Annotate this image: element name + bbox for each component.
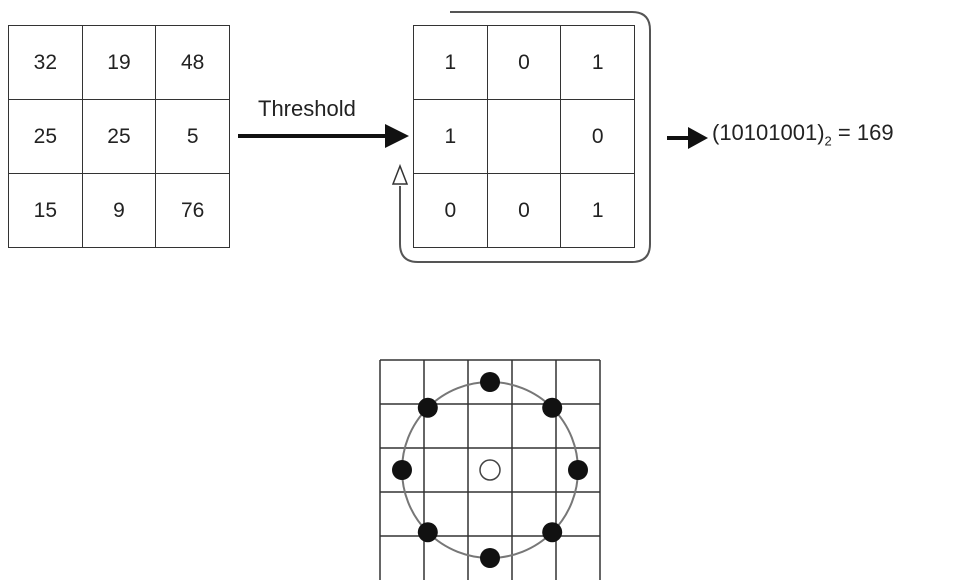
neighbor-sample-point <box>417 522 438 543</box>
neighbor-sample-point <box>542 522 563 543</box>
result-equals: = 169 <box>831 120 894 145</box>
binary-cell: 0 <box>413 173 488 248</box>
binary-cell: 1 <box>413 99 488 174</box>
input-pixel-grid: 32 19 48 25 25 5 15 9 76 <box>8 25 230 248</box>
threshold-arrow <box>238 124 409 148</box>
threshold-binary-grid: 1 0 1 1 0 0 0 1 <box>413 25 635 248</box>
binary-cell: 1 <box>413 25 488 100</box>
input-cell: 19 <box>81 25 157 100</box>
input-cell: 5 <box>155 99 230 174</box>
result-binary: (10101001) <box>712 120 825 145</box>
input-cell: 9 <box>81 173 157 248</box>
lbp-result: (10101001)2 = 169 <box>712 120 894 148</box>
input-grid-row: 25 25 5 <box>8 99 230 174</box>
input-cell: 25 <box>8 99 83 174</box>
input-cell: 15 <box>8 173 83 248</box>
result-base: 2 <box>824 133 832 149</box>
result-arrow <box>667 127 708 149</box>
reading-order-path <box>391 11 651 263</box>
threshold-grid-row: 1 0 <box>413 99 635 174</box>
input-grid-row: 15 9 76 <box>8 173 230 248</box>
circular-sampling-grid <box>379 359 601 580</box>
threshold-grid-row: 1 0 1 <box>413 25 635 100</box>
binary-cell: 0 <box>486 173 562 248</box>
binary-cell: 0 <box>560 99 635 174</box>
threshold-grid-row: 0 0 1 <box>413 173 635 248</box>
neighbor-sample-point <box>480 548 500 568</box>
binary-cell: 1 <box>560 173 635 248</box>
binary-cell-center <box>486 99 562 174</box>
input-cell: 76 <box>155 173 230 248</box>
neighbor-sample-point <box>480 372 500 392</box>
reading-order-arrowhead <box>391 163 409 185</box>
neighbor-sample-point <box>568 460 588 480</box>
neighbor-sample-point <box>542 397 563 418</box>
threshold-label: Threshold <box>258 96 356 121</box>
input-cell: 32 <box>8 25 83 100</box>
neighbor-sample-point <box>417 397 438 418</box>
binary-cell: 1 <box>560 25 635 100</box>
input-grid-row: 32 19 48 <box>8 25 230 100</box>
neighbor-sample-point <box>392 460 412 480</box>
input-cell: 48 <box>155 25 230 100</box>
center-pixel-point <box>479 459 501 481</box>
